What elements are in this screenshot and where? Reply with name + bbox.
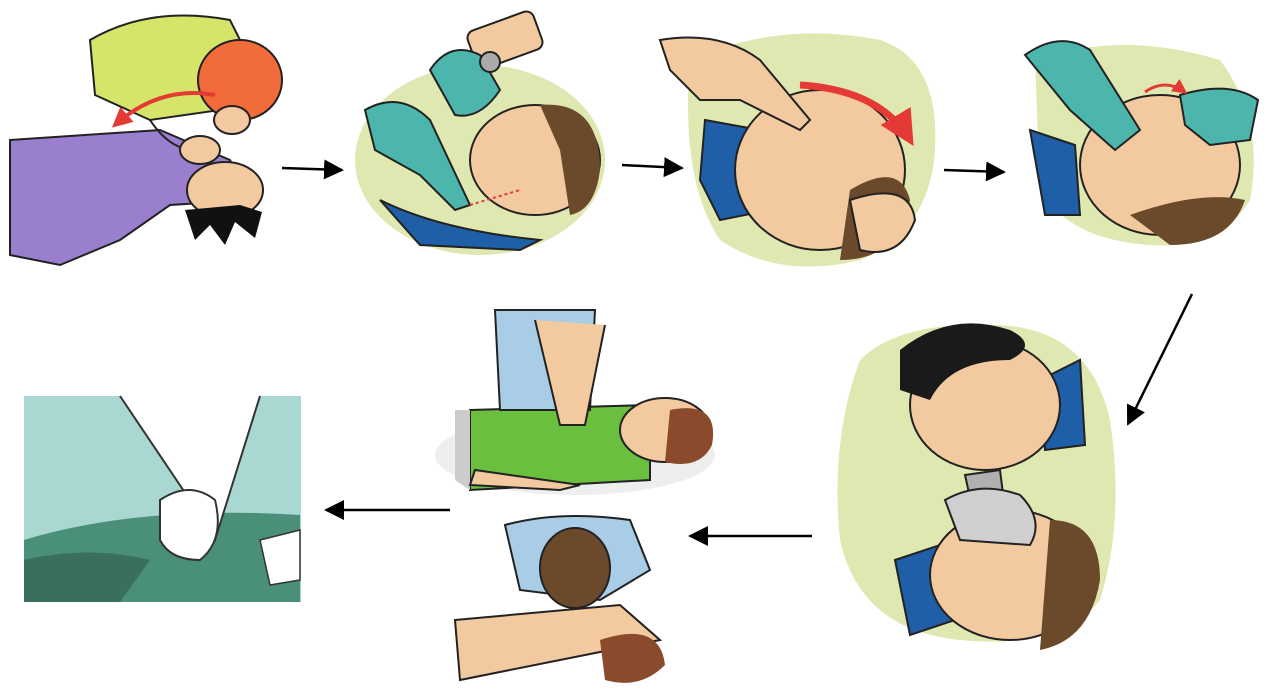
step-7-chest-compression-closeup xyxy=(24,396,301,602)
step-5-rescue-breath xyxy=(838,323,1116,650)
flow-arrow-4 xyxy=(1128,294,1192,424)
step-1-check-breathing xyxy=(10,16,282,266)
flow-arrow-3 xyxy=(944,170,1004,172)
step-6-cpr-compressions-and-breaths xyxy=(435,310,715,683)
flow-arrow-2 xyxy=(622,165,682,168)
step-4-open-airway xyxy=(1025,41,1258,245)
flow-arrow-1 xyxy=(282,168,342,170)
step-2-check-pulse xyxy=(355,9,605,255)
step-3-head-tilt xyxy=(660,33,935,266)
